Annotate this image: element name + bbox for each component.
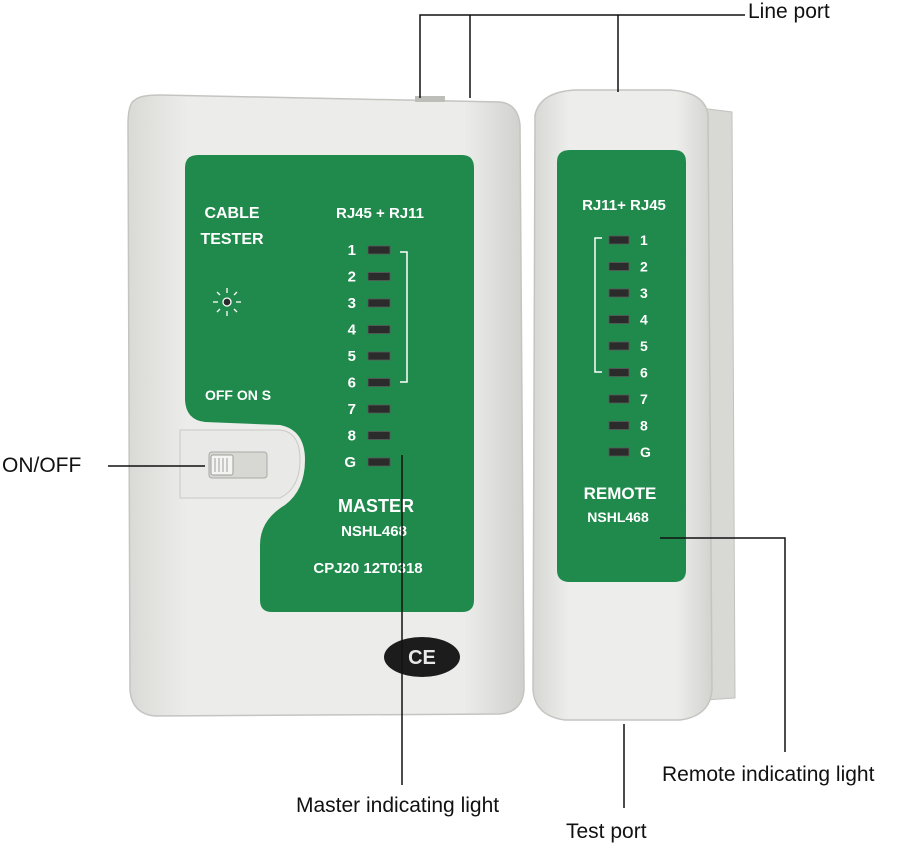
remote-led-G: G	[608, 444, 651, 460]
master-led-indicator	[367, 325, 391, 334]
remote-led-indicator	[608, 421, 630, 430]
remote-led-label: 4	[640, 312, 648, 328]
remote-led-4: 4	[608, 312, 648, 328]
master-unit-name: MASTER	[338, 496, 414, 516]
master-led-label: 1	[348, 242, 356, 259]
on-off-switch[interactable]	[208, 451, 268, 479]
master-led-label: G	[344, 454, 356, 471]
master-title-line1: CABLE	[204, 205, 259, 222]
master-led-label: 2	[348, 269, 356, 286]
remote-led-1: 1	[608, 232, 648, 248]
master-led-label: 3	[348, 295, 356, 312]
remote-model: NSHL468	[587, 509, 649, 525]
power-light-icon	[213, 288, 241, 316]
master-led-6: 6	[348, 375, 391, 392]
remote-led-indicator	[608, 315, 630, 324]
master-model: NSHL468	[341, 523, 407, 540]
master-led-indicator	[367, 245, 391, 255]
remote-led-8: 8	[608, 418, 648, 434]
remote-led-2: 2	[608, 259, 648, 275]
remote-led-3: 3	[608, 285, 648, 301]
remote-led-indicator	[608, 235, 630, 245]
master-led-column: 1 2 3 4 5 6 7 8G	[344, 242, 391, 471]
test-port-label: Test port	[566, 820, 647, 843]
master-led-label: 8	[348, 428, 356, 445]
master-unit: CABLE TESTER RJ45 + RJ11 OFF ON S 1 2 3 4 5 6…	[127, 94, 525, 717]
master-led-label: 5	[348, 348, 356, 365]
on-off-label: ON/OFF	[2, 454, 82, 477]
master-led-indicator	[367, 404, 391, 414]
remote-ports-label: RJ11+ RJ45	[582, 197, 666, 214]
callout-lines	[108, 14, 786, 808]
remote-led-label: 7	[640, 391, 648, 407]
line-port-label: Line port	[748, 0, 830, 23]
master-serial: CPJ20 12T0318	[313, 560, 422, 577]
remote-led-indicator	[608, 288, 630, 298]
remote-led-indicator	[608, 394, 630, 404]
master-led-3: 3	[348, 295, 391, 312]
switch-label: OFF ON S	[205, 387, 271, 403]
remote-led-label: 8	[640, 418, 648, 434]
remote-unit-name: REMOTE	[584, 484, 657, 503]
remote-led-7: 7	[608, 391, 648, 407]
remote-led-indicator	[608, 368, 630, 377]
master-led-label: 7	[348, 401, 356, 418]
remote-led-label: 1	[640, 232, 648, 248]
remote-led-indicator	[608, 262, 630, 271]
remote-led-label: G	[640, 444, 651, 460]
svg-text:CE: CE	[408, 647, 436, 669]
remote-green-panel	[557, 150, 686, 582]
master-led-indicator	[367, 272, 391, 281]
remote-led-column: 1 2 3 4 5 6 7 8G	[608, 232, 651, 460]
remote-led-label: 2	[640, 259, 648, 275]
master-led-1: 1	[348, 242, 391, 259]
remote-unit: RJ11+ RJ45 1 2 3 4 5 6 7 8G REMOTE NSHL468	[532, 89, 736, 721]
master-led-8: 8	[348, 428, 391, 445]
remote-led-label: 6	[640, 365, 648, 381]
ce-mark-icon: CE	[384, 637, 460, 677]
master-led-indicator	[367, 351, 391, 361]
remote-led-label: 3	[640, 285, 648, 301]
master-led-2: 2	[348, 269, 391, 286]
remote-indicating-light-label: Remote indicating light	[662, 763, 875, 786]
remote-led-6: 6	[608, 365, 648, 381]
master-led-indicator	[367, 431, 391, 440]
remote-led-label: 5	[640, 338, 648, 354]
master-led-G: G	[344, 454, 391, 471]
master-title-line2: TESTER	[200, 231, 264, 248]
master-led-indicator	[367, 298, 391, 308]
master-led-indicator	[367, 457, 391, 467]
master-led-4: 4	[348, 322, 391, 339]
master-led-5: 5	[348, 348, 391, 365]
remote-led-5: 5	[608, 338, 648, 354]
master-indicating-light-label: Master indicating light	[296, 794, 500, 817]
remote-led-indicator	[608, 447, 630, 457]
master-led-7: 7	[348, 401, 391, 418]
master-led-indicator	[367, 378, 391, 387]
remote-led-indicator	[608, 341, 630, 351]
master-ports-label: RJ45 + RJ11	[336, 205, 424, 222]
master-led-label: 4	[348, 322, 357, 339]
master-led-label: 6	[348, 375, 356, 392]
